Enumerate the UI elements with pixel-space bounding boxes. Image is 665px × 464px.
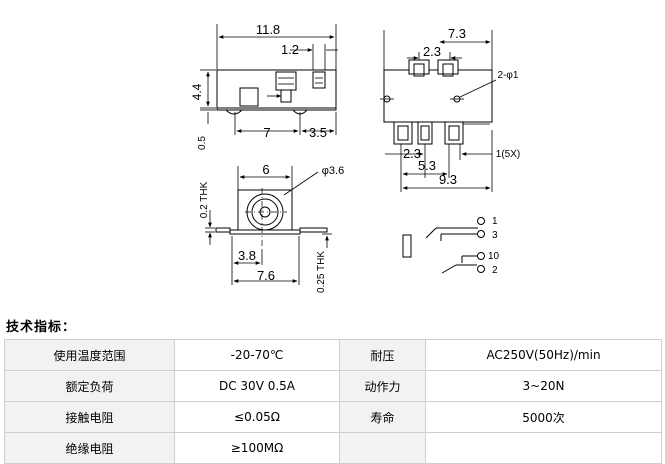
- dim-11-8: 11.8: [256, 22, 280, 37]
- spec-value: [425, 432, 662, 464]
- spec-label: 使用温度范围: [4, 339, 175, 371]
- table-row: 使用温度范围 -20-70℃ 耐压 AC250V(50Hz)/min: [4, 339, 662, 371]
- dim-3-5: 3.5: [309, 125, 327, 140]
- pin-3: 3: [492, 230, 498, 241]
- dim-0-25-thk: 0.25 THK: [316, 251, 327, 293]
- dim-4-4: 4.4: [190, 83, 204, 100]
- dim-2-phi1: 2-φ1: [498, 70, 519, 81]
- spec-label: 接触电阻: [4, 401, 175, 433]
- spec-table: 使用温度范围 -20-70℃ 耐压 AC250V(50Hz)/min 额定负荷 …: [4, 339, 662, 464]
- spec-value: 5000次: [425, 401, 662, 433]
- spec-label: 额定负荷: [4, 370, 175, 402]
- dim-1-5x: 1(5X): [496, 149, 520, 160]
- spec-value: -20-70℃: [174, 339, 340, 371]
- spec-label: 绝缘电阻: [4, 432, 175, 464]
- spec-label: 寿命: [339, 401, 426, 433]
- dim-7-3: 7.3: [448, 26, 466, 41]
- spec-value: DC 30V 0.5A: [174, 370, 340, 402]
- pin-10: 10: [488, 251, 500, 262]
- spec-label: 耐压: [339, 339, 426, 371]
- dim-2-3-bottom: 2.3: [403, 146, 421, 161]
- top-view: 11.8 1.2 7 3.5: [190, 22, 338, 150]
- switch-schematic: 1 3 10 2: [402, 216, 500, 276]
- spec-value: ≥100MΩ: [174, 432, 340, 464]
- spec-value: AC250V(50Hz)/min: [425, 339, 662, 371]
- spec-label: [339, 432, 426, 464]
- table-row: 额定负荷 DC 30V 0.5A 动作力 3~20N: [4, 370, 662, 402]
- side-view: 7.3 2.3 2-φ1 2.3 1(: [380, 26, 520, 192]
- dim-1-2: 1.2: [281, 42, 299, 57]
- pin-2: 2: [492, 265, 498, 276]
- dim-6: 6: [262, 162, 269, 177]
- table-row: 接触电阻 ≤0.05Ω 寿命 5000次: [4, 401, 662, 433]
- spec-heading: 技术指标：: [6, 320, 77, 335]
- table-row: 绝缘电阻 ≥100MΩ: [4, 432, 662, 464]
- dim-7-6: 7.6: [257, 268, 275, 283]
- dim-0-2-thk: 0.2 THK: [199, 181, 210, 218]
- dim-7: 7: [263, 125, 270, 140]
- dim-9-3: 9.3: [439, 172, 457, 187]
- spec-value: ≤0.05Ω: [174, 401, 340, 433]
- dim-2-3-top: 2.3: [423, 44, 441, 59]
- spec-label: 动作力: [339, 370, 426, 402]
- spec-value: 3~20N: [425, 370, 662, 402]
- dim-0-5: 0.5: [197, 136, 208, 150]
- front-view: 6 φ3.6 0.2 THK 3.8 7.6 0.25 THK: [199, 162, 344, 293]
- dim-phi3-6: φ3.6: [322, 165, 344, 177]
- technical-drawing: 11.8 1.2 7 3.5: [190, 22, 520, 293]
- pin-1: 1: [492, 216, 498, 227]
- dim-5-3: 5.3: [418, 158, 436, 173]
- dim-3-8: 3.8: [238, 248, 256, 263]
